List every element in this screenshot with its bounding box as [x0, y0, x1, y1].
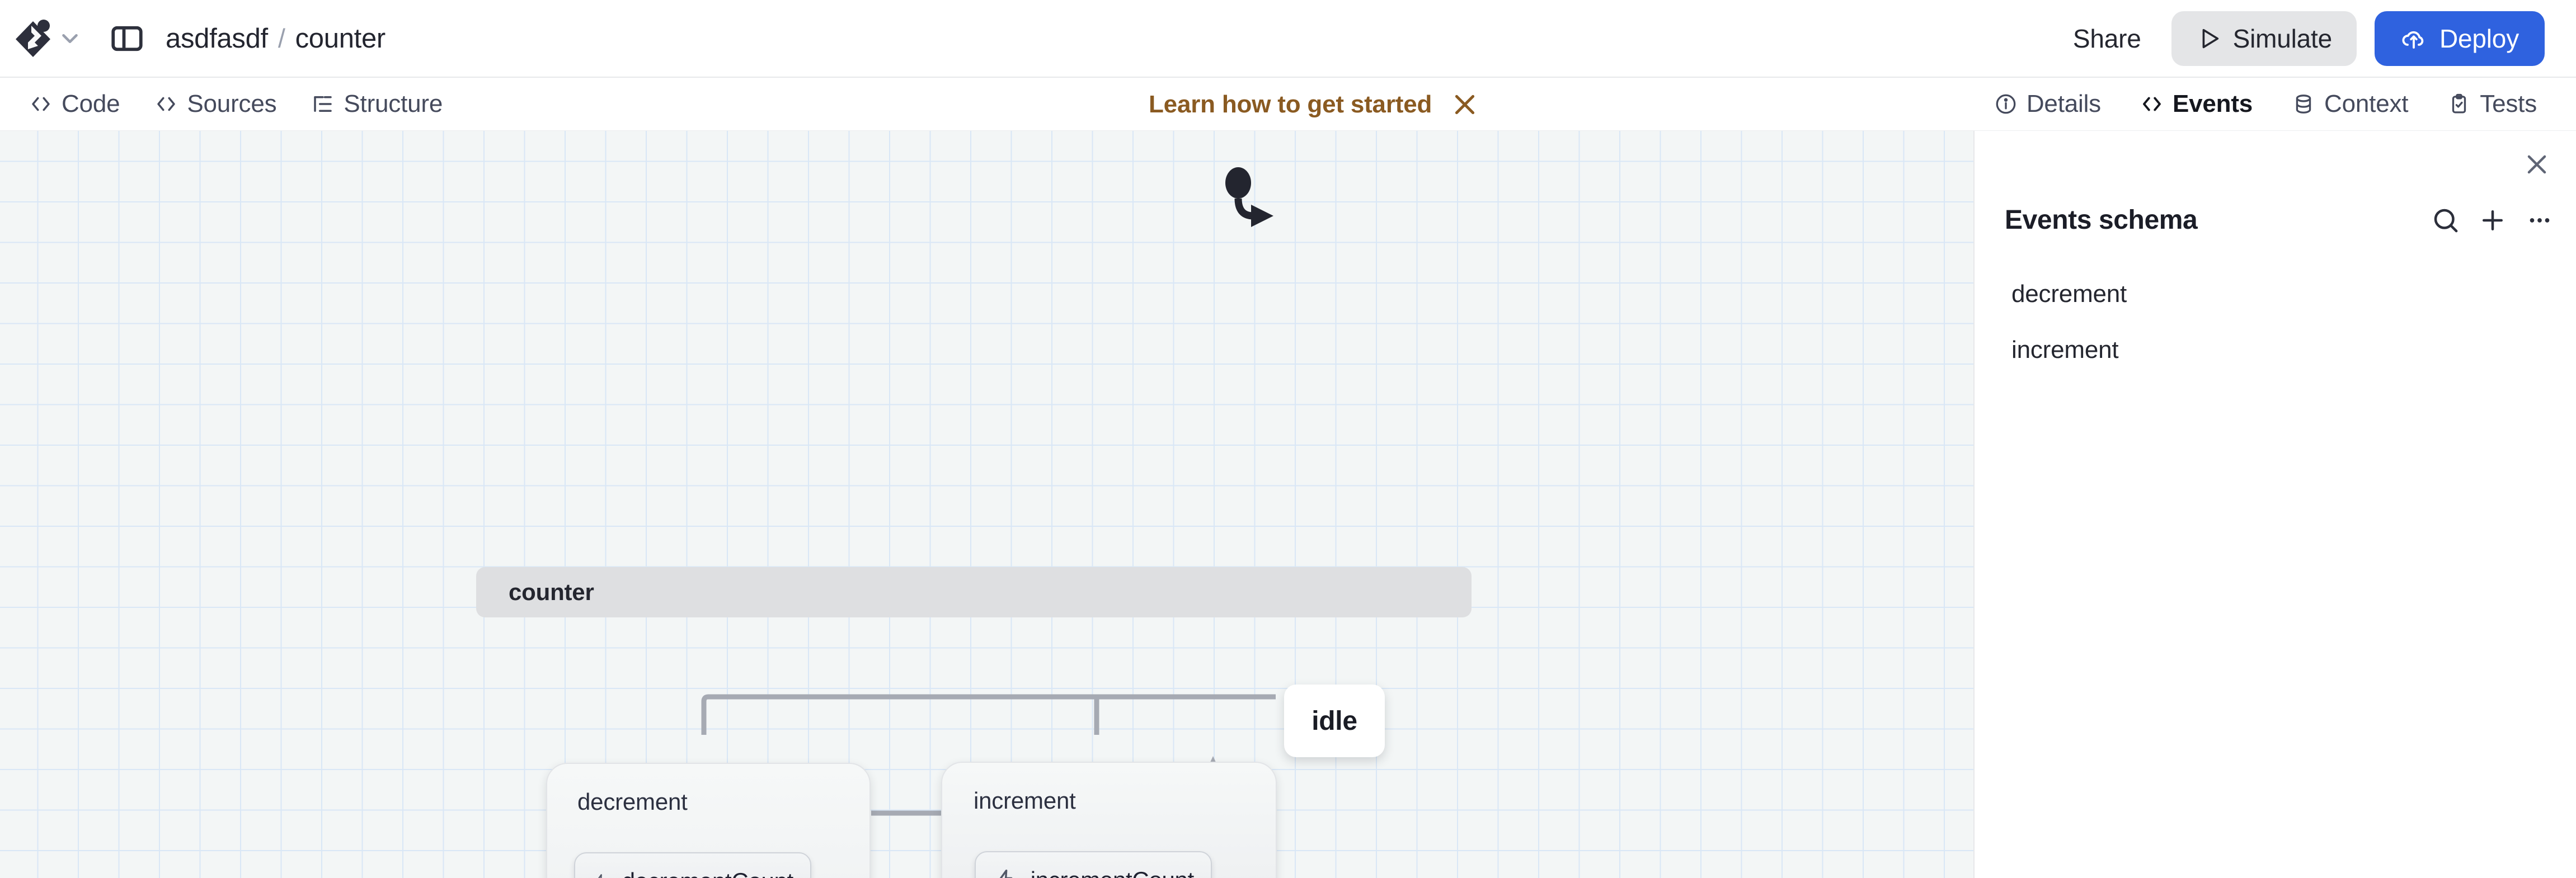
state-title: increment [974, 787, 1076, 814]
event-name: increment [2011, 336, 2119, 364]
learn-how-to-get-started-link[interactable]: Learn how to get started [1149, 90, 1432, 118]
clipboard-check-icon [2452, 93, 2466, 114]
action-label: decrementCount [622, 868, 794, 878]
play-icon [2202, 29, 2218, 48]
ellipsis-icon[interactable] [2525, 205, 2555, 235]
code-icon [2143, 97, 2161, 111]
code-icon [32, 97, 50, 111]
chevron-down-icon[interactable] [57, 26, 83, 51]
breadcrumb-owner[interactable]: asdfasdf [166, 23, 268, 54]
breadcrumb-separator: / [278, 23, 285, 53]
top-bar: asdfasdf / counter Share Simulate Deploy [0, 0, 2576, 78]
secondary-toolbar: Code Sources Structure Learn how to get … [0, 78, 2576, 131]
toolbar-left-group: Code Sources Structure [16, 82, 456, 126]
simulate-button[interactable]: Simulate [2171, 11, 2357, 66]
tab-code-label: Code [62, 90, 120, 117]
code-icon [157, 97, 176, 111]
panel-header-actions [2431, 205, 2555, 235]
sidebar-toggle-icon[interactable] [109, 20, 145, 57]
panel-header: Events schema [1975, 205, 2576, 235]
tab-sources-label: Sources [187, 90, 277, 117]
state-node-decrement[interactable]: decrement decrementCount New action [546, 763, 871, 878]
simulate-label: Simulate [2232, 23, 2333, 53]
cloud-upload-icon [2402, 31, 2424, 49]
logo-group[interactable] [15, 17, 83, 60]
state-title: decrement [577, 789, 688, 815]
tab-tests[interactable]: Tests [2434, 82, 2550, 126]
action-chip[interactable]: decrementCount [574, 852, 811, 878]
tab-tests-label: Tests [2480, 90, 2537, 117]
lightning-icon [999, 869, 1013, 878]
plus-icon[interactable] [2478, 205, 2508, 235]
tab-context-label: Context [2324, 90, 2409, 117]
close-icon[interactable] [2522, 150, 2551, 179]
state-node-increment[interactable]: increment incrementCount [941, 762, 1277, 878]
stately-logo-icon [16, 19, 50, 57]
search-icon[interactable] [2431, 205, 2461, 235]
list-item[interactable]: decrement [1975, 266, 2576, 322]
lightning-icon [598, 874, 602, 878]
tab-structure-label: Structure [344, 90, 443, 117]
info-circle-icon [1996, 94, 2016, 114]
tab-context[interactable]: Context [2278, 82, 2422, 126]
action-chip[interactable]: incrementCount [975, 851, 1212, 878]
machine-title: counter [509, 579, 594, 605]
deploy-label: Deploy [2439, 23, 2519, 53]
page-title: Events schema [2005, 205, 2198, 235]
machine-node-counter[interactable]: counter [476, 567, 1472, 617]
state-title: idle [1311, 706, 1357, 736]
structure-tree-icon [314, 96, 332, 112]
top-bar-actions: Share Simulate Deploy [2061, 11, 2545, 66]
breadcrumb: asdfasdf / counter [166, 23, 386, 54]
state-node-idle[interactable]: idle [1284, 685, 1385, 757]
database-icon [2296, 95, 2311, 114]
tab-details-label: Details [2026, 90, 2101, 117]
events-schema-panel: Events schema decrement increment [1973, 131, 2576, 878]
action-label: incrementCount [1031, 867, 1195, 878]
event-name: decrement [2011, 280, 2127, 308]
tab-sources[interactable]: Sources [141, 82, 290, 126]
get-started-banner: Learn how to get started [1149, 78, 1479, 131]
events-list: decrement increment [1975, 266, 2576, 378]
tab-details[interactable]: Details [1981, 82, 2114, 126]
tab-events[interactable]: Events [2127, 82, 2266, 126]
close-icon[interactable] [1451, 91, 1479, 119]
breadcrumb-project[interactable]: counter [295, 23, 386, 54]
tab-code[interactable]: Code [16, 82, 133, 126]
deploy-button[interactable]: Deploy [2375, 11, 2545, 66]
share-button[interactable]: Share [2061, 13, 2154, 64]
list-item[interactable]: increment [1975, 322, 2576, 378]
tab-events-label: Events [2172, 90, 2253, 117]
toolbar-right-group: Details Events Context [1981, 82, 2550, 126]
state-machine-canvas[interactable]: counter decrement decrementCount New act… [0, 131, 1973, 878]
tab-structure[interactable]: Structure [298, 82, 456, 126]
